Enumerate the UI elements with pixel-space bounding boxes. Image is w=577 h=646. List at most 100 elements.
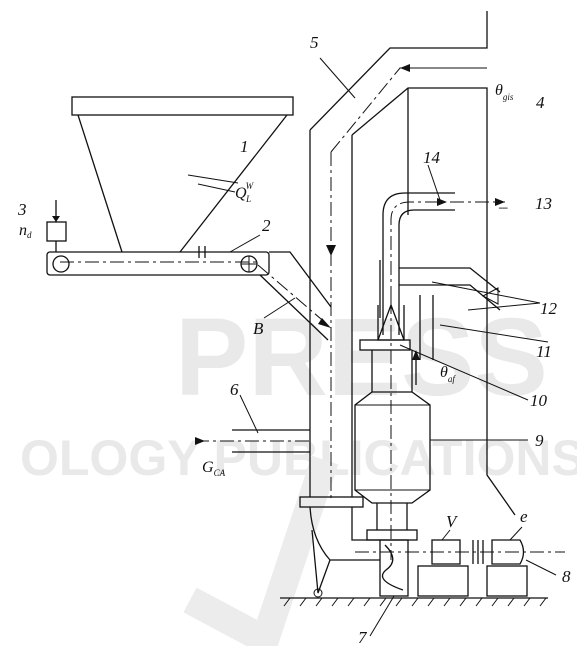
chute-leader xyxy=(263,297,296,319)
hopper-top xyxy=(71,96,294,116)
flap-leader xyxy=(439,324,549,343)
label-13: 13 xyxy=(535,194,552,213)
label-11: 11 xyxy=(536,342,552,361)
hopper-leader-ql xyxy=(197,183,236,193)
outlet-pipe-inner xyxy=(398,209,455,300)
return-duct-valve xyxy=(481,287,499,305)
speed-controller xyxy=(46,200,67,252)
theta-gis: θgis xyxy=(495,82,514,102)
housing-right-wall xyxy=(486,165,516,516)
column-shaft xyxy=(371,350,413,392)
controller-box xyxy=(46,221,67,242)
mill-base-flange xyxy=(366,529,418,541)
outlet-leader xyxy=(427,164,441,201)
base-assembly xyxy=(299,496,418,598)
drive-train xyxy=(355,526,565,597)
chute-flow-arrow xyxy=(318,318,331,328)
temp-probe-arrow xyxy=(412,350,420,360)
label-9: 9 xyxy=(535,431,544,450)
air-inlet xyxy=(195,394,310,453)
gearbox-leader xyxy=(441,529,451,541)
mill-body-bands xyxy=(355,404,430,491)
controller-arrow xyxy=(52,216,60,222)
gearbox-v xyxy=(431,539,461,565)
watermark-swoosh xyxy=(183,455,339,646)
watermark: PRESS OLOGY PUBLICATIONS xyxy=(20,296,577,646)
recirculation-duct xyxy=(309,11,488,500)
motor-leader xyxy=(509,526,523,541)
n-d: nd xyxy=(19,222,32,240)
theta-af: θaf xyxy=(440,364,456,384)
separator-housing xyxy=(407,88,516,516)
hopper-left-wall xyxy=(77,114,123,253)
label-e: e xyxy=(520,507,528,526)
mill-lower-shaft xyxy=(376,503,408,530)
label-10: 10 xyxy=(530,391,548,410)
outlet-pipe-axis xyxy=(390,201,505,300)
coal-chute xyxy=(257,251,332,341)
return-duct-top xyxy=(399,267,501,293)
support-pivot xyxy=(313,588,323,598)
hopper-right-wall xyxy=(179,114,288,253)
elbow-support xyxy=(311,529,331,594)
air-inlet-arrow xyxy=(195,437,205,445)
labels: 1 2 3 4 5 6 7 8 9 10 11 12 13 14 B V e – xyxy=(17,33,571,646)
return-ducts xyxy=(399,267,549,360)
label-14: 14 xyxy=(423,148,441,167)
label-5: 5 xyxy=(310,33,319,52)
feeder-drum-left xyxy=(52,255,70,273)
outlet-arrow-13 xyxy=(495,198,505,206)
feeder-belt xyxy=(46,251,270,276)
duct-axis xyxy=(330,67,487,153)
duct-upper-outer xyxy=(309,11,488,131)
return-duct-bottom xyxy=(399,284,501,311)
label-8: 8 xyxy=(562,567,571,586)
duct-upper-inner xyxy=(351,87,488,165)
cone-leader xyxy=(399,344,529,401)
hopper xyxy=(71,96,294,253)
label-3: 3 xyxy=(17,200,27,219)
label-7: 7 xyxy=(358,628,368,646)
label-4: 4 xyxy=(536,93,545,112)
label-1: 1 xyxy=(240,137,249,156)
hopper-leader-1 xyxy=(187,174,239,184)
ground xyxy=(280,597,548,607)
chute-lower-wall xyxy=(259,274,329,341)
coupling xyxy=(472,540,484,564)
duct-leader xyxy=(319,57,356,99)
motor-base-leader xyxy=(525,559,557,576)
motor-e xyxy=(491,539,525,565)
motor-base xyxy=(486,565,528,597)
feeder-gate xyxy=(198,246,206,258)
mill-column xyxy=(354,260,529,560)
air-inlet-duct xyxy=(232,429,310,453)
duct-base-flange xyxy=(299,496,364,508)
ground-hatch xyxy=(283,597,547,607)
fan-rotor xyxy=(381,544,404,591)
elbow-inner xyxy=(351,507,380,541)
label-12: 12 xyxy=(540,299,558,318)
column-neck xyxy=(382,300,400,335)
flap-plates xyxy=(419,295,434,360)
feeder-drum-cross xyxy=(241,256,257,272)
watermark-press: PRESS xyxy=(175,296,548,419)
fan-leader xyxy=(369,595,395,637)
outlet-arrow-14 xyxy=(437,198,447,206)
air-inlet-leader xyxy=(239,394,259,434)
label-13-dash: – xyxy=(498,197,508,216)
feeder-leader xyxy=(229,234,261,253)
watermark-publications: OLOGY PUBLICATIONS xyxy=(20,430,577,486)
fan-housing xyxy=(379,539,409,597)
cone-flange xyxy=(359,339,411,351)
label-v: V xyxy=(446,512,459,531)
chute-upper-wall xyxy=(269,251,332,308)
chute-axis xyxy=(257,264,329,326)
outlet-pipe-outer xyxy=(382,192,455,300)
mill-body xyxy=(354,391,431,504)
feeder xyxy=(46,234,270,276)
label-2: 2 xyxy=(262,216,271,235)
